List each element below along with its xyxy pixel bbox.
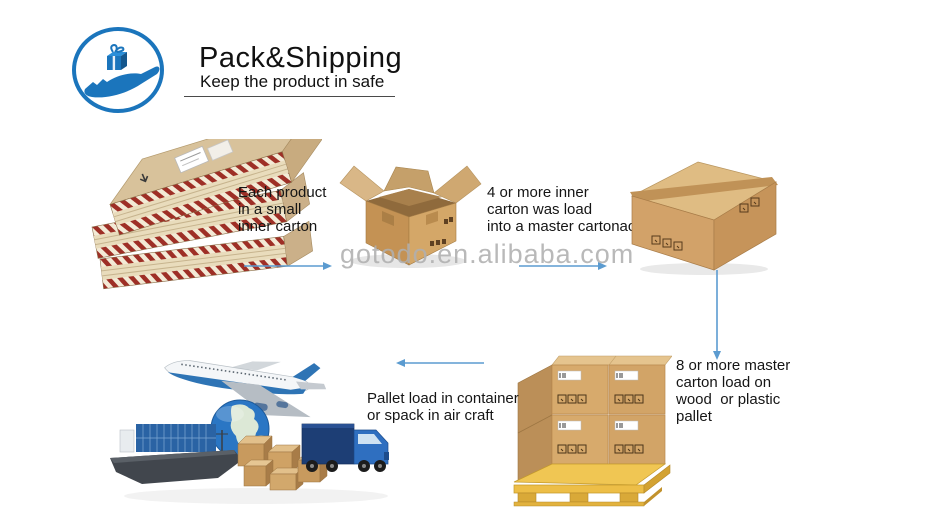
master-carton-image (624, 150, 784, 276)
arrow-down-icon (713, 270, 721, 360)
step5-caption: Pallet load in container or spack in air… (367, 390, 519, 424)
cargo-ship-icon (110, 424, 242, 484)
airplane-icon (164, 360, 327, 418)
pallet-cartons-image (512, 337, 672, 507)
truck-icon (301, 423, 389, 472)
page-subtitle: Keep the product in safe (200, 72, 385, 91)
step2-caption: 4 or more inner carton was load into a m… (487, 184, 644, 235)
arrow-step1-to-step2 (244, 260, 332, 272)
arrow-step3-to-step4 (711, 270, 723, 360)
gift-on-hand-plane-icon (72, 27, 164, 113)
logistics-montage-icon (110, 360, 389, 504)
pack-shipping-logo (71, 27, 165, 113)
watermark: gotodo.en.alibaba.com (340, 239, 635, 269)
step4-caption: 8 or more master carton load on wood or … (676, 357, 791, 425)
page-title: Pack&Shipping (199, 42, 403, 74)
inner-cartons-image (84, 139, 322, 299)
header-divider (184, 96, 395, 97)
inner-cartons-icon (91, 139, 322, 290)
arrow-step4-to-step5 (396, 357, 484, 369)
arrow-right-icon (519, 262, 607, 270)
pallet-cartons-icon (513, 355, 672, 507)
open-carton-icon (339, 165, 482, 268)
logistics-montage-image (106, 332, 408, 508)
arrow-step2-to-step3 (519, 260, 607, 272)
arrow-left-icon (396, 359, 484, 367)
step1-caption: Each product in a small inner carton (238, 184, 327, 235)
arrow-right-icon (244, 262, 332, 270)
open-carton-image (334, 153, 486, 271)
master-carton-icon (630, 161, 778, 275)
